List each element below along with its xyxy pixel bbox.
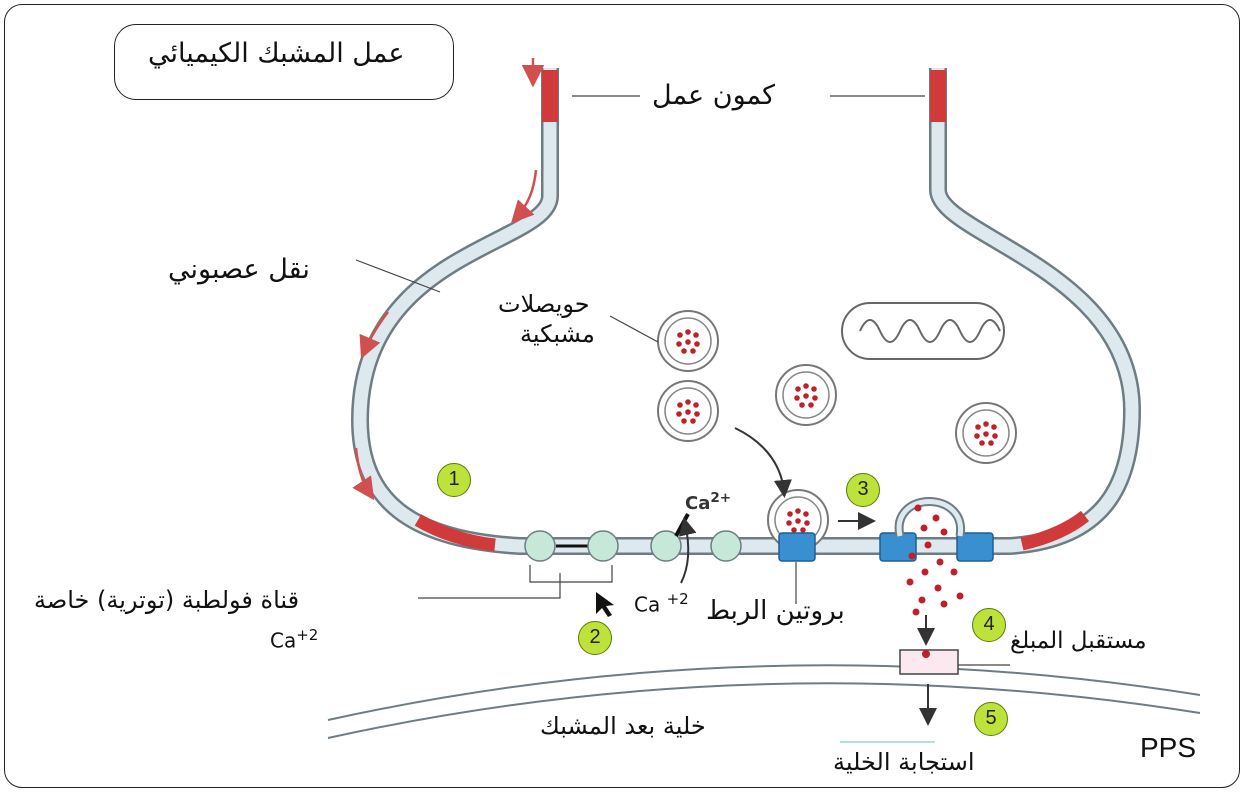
step-badge-1: 1 xyxy=(437,463,471,497)
neurotransmitter-dot xyxy=(940,528,948,536)
label-vesicles-2: مشبكية xyxy=(520,320,595,348)
calcium-channels xyxy=(524,513,742,562)
neurotransmitter-dot xyxy=(914,504,922,512)
step-badge-5: 5 xyxy=(974,702,1008,736)
neurotransmitter-dot xyxy=(918,596,926,604)
label-vesicles: حويصلات xyxy=(498,290,590,318)
neurotransmitter-dot xyxy=(921,568,929,576)
neurotransmitter-dot xyxy=(940,600,948,608)
binding-proteins xyxy=(778,532,994,562)
label-postsynaptic-cell: خلية بعد المشبك xyxy=(540,712,706,740)
title-box xyxy=(114,24,454,100)
diagram-frame xyxy=(4,4,1240,788)
neurotransmitter-dot xyxy=(934,584,942,592)
neurotransmitter-dot xyxy=(924,541,932,549)
label-nerve-impulse: نقل عصبوني xyxy=(168,254,310,285)
action-potential-segments xyxy=(414,70,1090,552)
step-badge-4: 4 xyxy=(972,608,1006,642)
label-ca-inflow: Ca +2 xyxy=(634,590,689,617)
neurotransmitter-molecules xyxy=(906,504,964,616)
neurotransmitter-dot xyxy=(956,592,964,600)
label-action-potential: كمون عمل xyxy=(652,80,775,111)
label-receptor: مستقبل المبلغ xyxy=(1010,628,1147,654)
leader-lines xyxy=(355,95,935,743)
neurotransmitter-dot xyxy=(950,568,958,576)
postsynaptic-membrane xyxy=(327,664,1201,739)
transmitter-receptor xyxy=(899,649,1010,675)
propagation-arrows xyxy=(352,58,545,501)
cursor-arrow-icon xyxy=(596,592,614,617)
exocytosis-vesicle xyxy=(894,497,965,537)
neurotransmitter-dot xyxy=(936,558,944,566)
label-cell-response: استجابة الخلية xyxy=(833,748,975,776)
neurotransmitter-dot xyxy=(908,552,916,560)
neurotransmitter-dot xyxy=(906,578,914,586)
neurotransmitter-dot xyxy=(932,514,940,522)
diagram-title: عمل المشبك الكيميائي xyxy=(148,38,405,69)
label-ca-top: Ca2+ xyxy=(685,490,732,514)
label-pps: PPS xyxy=(1140,732,1197,763)
neurotransmitter-dot xyxy=(912,608,920,616)
step-badge-2: 2 xyxy=(578,621,612,655)
step-badge-3: 3 xyxy=(846,473,880,507)
process-arrows xyxy=(678,427,937,726)
label-calcium-channel-ion: Ca+2 xyxy=(270,626,319,653)
mitochondrion-icon xyxy=(841,302,1005,360)
presynaptic-membrane xyxy=(350,68,1142,555)
neurotransmitter-dot xyxy=(920,524,928,532)
label-binding-protein: بروتين الربط xyxy=(706,596,845,626)
label-calcium-channel: قناة فولطبة (توترية) خاصة xyxy=(34,586,300,614)
